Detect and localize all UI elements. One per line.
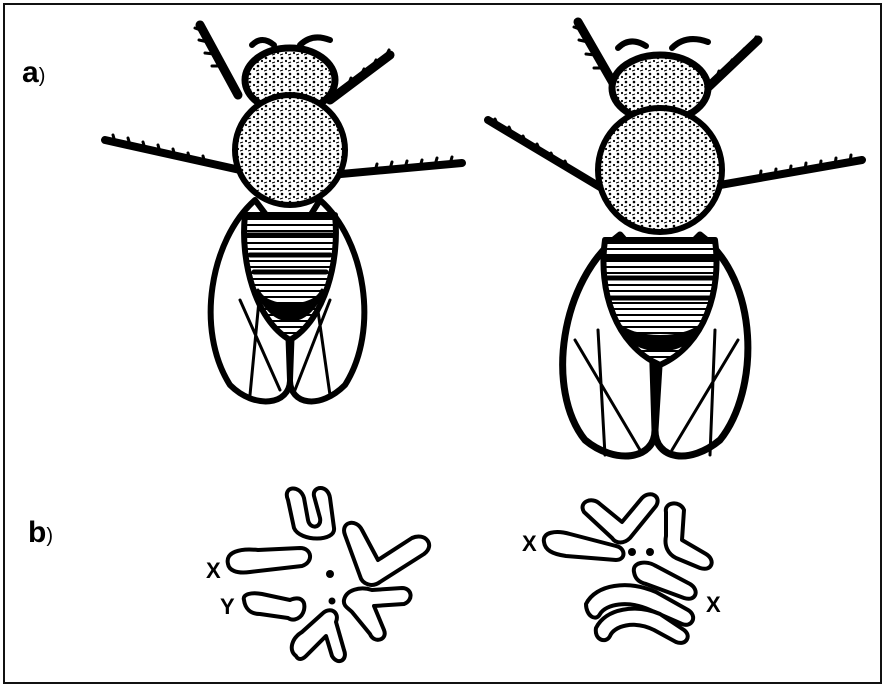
fly-left-leg-front-left <box>200 25 238 95</box>
chromosome-right-top-right <box>665 503 711 568</box>
fly-left-leg-mid-left <box>105 140 240 170</box>
chromosome-left-y <box>244 593 305 619</box>
label-right-x-bottom: X <box>706 594 721 616</box>
label-left-y: Y <box>220 596 235 618</box>
chromosome-left-top <box>287 488 334 539</box>
fly-right-leg-mid-left <box>488 120 605 190</box>
label-right-x-top: X <box>522 533 537 555</box>
centromere-dots-left <box>326 570 336 605</box>
chromosome-left-right-v <box>344 523 429 585</box>
fly-left <box>105 25 462 401</box>
centromere-dots-right <box>628 548 654 556</box>
chromosome-left-x <box>228 548 310 573</box>
fly-right-thorax <box>598 108 722 232</box>
label-left-x: X <box>206 560 221 582</box>
fly-right <box>488 22 862 456</box>
fly-left-leg-mid-right <box>330 163 462 175</box>
fly-left-thorax <box>235 95 345 205</box>
chromosome-left-bottom-right <box>344 588 411 640</box>
karyotype-right <box>544 494 712 643</box>
chromosome-right-top-v <box>583 494 658 542</box>
